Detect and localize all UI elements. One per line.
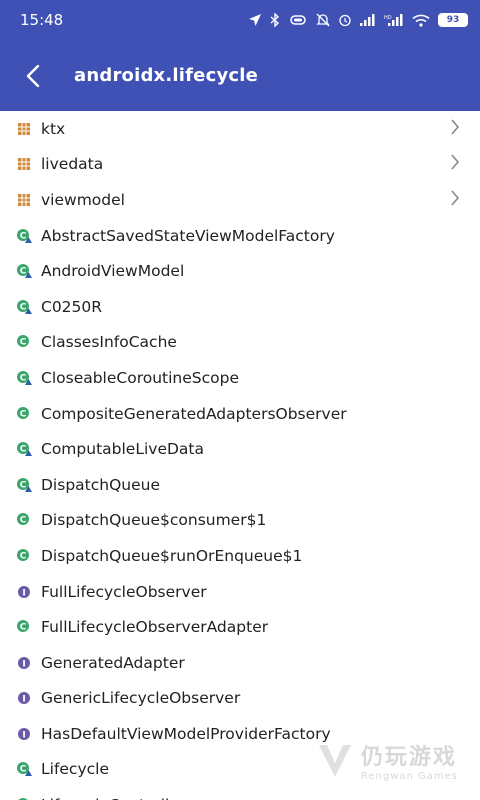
back-arrow-icon <box>26 64 40 87</box>
svg-text:C: C <box>20 231 27 241</box>
app-bar: androidx.lifecycle <box>0 40 480 111</box>
item-label: GenericLifecycleObserver <box>41 689 241 708</box>
class-item[interactable]: C ComputableLiveData <box>0 431 480 467</box>
item-label: ComputableLiveData <box>41 440 204 459</box>
item-label: ktx <box>41 119 66 138</box>
svg-text:C: C <box>20 551 27 561</box>
package-icon <box>16 121 32 137</box>
svg-text:I: I <box>22 659 25 669</box>
interface-icon: I <box>16 655 32 671</box>
class-item[interactable]: I GeneratedAdapter <box>0 645 480 681</box>
svg-text:C: C <box>20 338 27 348</box>
class-item[interactable]: C ClassesInfoCache <box>0 325 480 361</box>
svg-text:C: C <box>20 266 27 276</box>
item-label: Lifecycle <box>41 760 109 779</box>
public-class-icon: C <box>16 477 32 493</box>
class-icon: C <box>16 548 32 564</box>
svg-text:C: C <box>20 622 27 632</box>
class-item[interactable]: I HasDefaultViewModelProviderFactory <box>0 716 480 752</box>
class-item[interactable]: I FullLifecycleObserver <box>0 574 480 610</box>
battery-icon: 93 <box>438 13 468 27</box>
class-item[interactable]: C CompositeGeneratedAdaptersObserver <box>0 396 480 432</box>
svg-text:C: C <box>20 765 27 775</box>
back-button[interactable] <box>0 40 66 111</box>
item-label: AbstractSavedStateViewModelFactory <box>41 226 335 245</box>
item-label: ClassesInfoCache <box>41 333 177 352</box>
class-item[interactable]: C Lifecycle <box>0 752 480 788</box>
item-label: HasDefaultViewModelProviderFactory <box>41 724 331 743</box>
class-item[interactable]: I GenericLifecycleObserver <box>0 681 480 717</box>
class-icon: C <box>16 334 32 350</box>
package-icon <box>16 192 32 208</box>
alarm-icon <box>339 14 351 27</box>
svg-text:I: I <box>22 588 25 598</box>
status-bar: 15:48 HD 93 <box>0 0 480 40</box>
mute-icon <box>316 13 330 27</box>
chevron-right-icon <box>450 119 460 139</box>
class-item[interactable]: C DispatchQueue$consumer$1 <box>0 503 480 539</box>
item-label: DispatchQueue$consumer$1 <box>41 511 267 530</box>
item-label: FullLifecycleObserverAdapter <box>41 618 269 637</box>
item-label: CloseableCoroutineScope <box>41 368 240 387</box>
location-icon <box>249 14 261 26</box>
item-label: FullLifecycleObserver <box>41 582 207 601</box>
svg-text:I: I <box>22 695 25 705</box>
signal-icon <box>360 14 375 26</box>
public-class-icon: C <box>16 370 32 386</box>
item-label: DispatchQueue <box>41 475 160 494</box>
public-class-icon: C <box>16 761 32 777</box>
item-label: GeneratedAdapter <box>41 653 185 672</box>
package-icon <box>16 156 32 172</box>
chevron-right-icon <box>450 190 460 210</box>
item-label: AndroidViewModel <box>41 262 185 281</box>
svg-text:C: C <box>20 373 27 383</box>
class-icon: C <box>16 406 32 422</box>
page-title: androidx.lifecycle <box>74 65 259 86</box>
class-item[interactable]: C FullLifecycleObserverAdapter <box>0 609 480 645</box>
class-item[interactable]: C C0250R <box>0 289 480 325</box>
status-icons: HD 93 <box>248 13 468 27</box>
chevron-right-icon <box>450 154 460 174</box>
public-class-icon: C <box>16 228 32 244</box>
class-icon: C <box>16 512 32 528</box>
wifi-icon <box>412 14 430 27</box>
public-class-icon: C <box>16 299 32 315</box>
class-item[interactable]: C AndroidViewModel <box>0 253 480 289</box>
package-item[interactable]: viewmodel <box>0 182 480 218</box>
class-item[interactable]: C DispatchQueue <box>0 467 480 503</box>
svg-text:C: C <box>20 444 27 454</box>
bluetooth-icon <box>270 13 280 27</box>
item-label: livedata <box>41 155 104 174</box>
svg-text:C: C <box>20 409 27 419</box>
item-label: LifecycleController <box>41 796 185 800</box>
public-class-icon: C <box>16 263 32 279</box>
interface-icon: I <box>16 584 32 600</box>
package-item[interactable]: ktx <box>0 111 480 147</box>
svg-text:C: C <box>20 516 27 526</box>
class-item[interactable]: C AbstractSavedStateViewModelFactory <box>0 218 480 254</box>
interface-icon: I <box>16 726 32 742</box>
item-label: viewmodel <box>41 190 125 209</box>
item-label: C0250R <box>41 297 103 316</box>
item-label: CompositeGeneratedAdaptersObserver <box>41 404 347 423</box>
class-item[interactable]: C CloseableCoroutineScope <box>0 360 480 396</box>
svg-text:C: C <box>20 302 27 312</box>
class-item[interactable]: CLifecycleController <box>0 787 480 800</box>
package-item[interactable]: livedata <box>0 147 480 183</box>
item-label: DispatchQueue$runOrEnqueue$1 <box>41 546 303 565</box>
svg-text:C: C <box>20 480 27 490</box>
hd-signal-icon: HD <box>384 14 403 26</box>
public-class-icon: C <box>16 441 32 457</box>
vibrate-icon <box>290 15 306 25</box>
interface-icon: I <box>16 690 32 706</box>
class-icon: C <box>16 619 32 635</box>
svg-text:I: I <box>22 730 25 740</box>
status-time: 15:48 <box>20 11 64 29</box>
svg-text:HD: HD <box>384 15 392 21</box>
class-item[interactable]: C DispatchQueue$runOrEnqueue$1 <box>0 538 480 574</box>
